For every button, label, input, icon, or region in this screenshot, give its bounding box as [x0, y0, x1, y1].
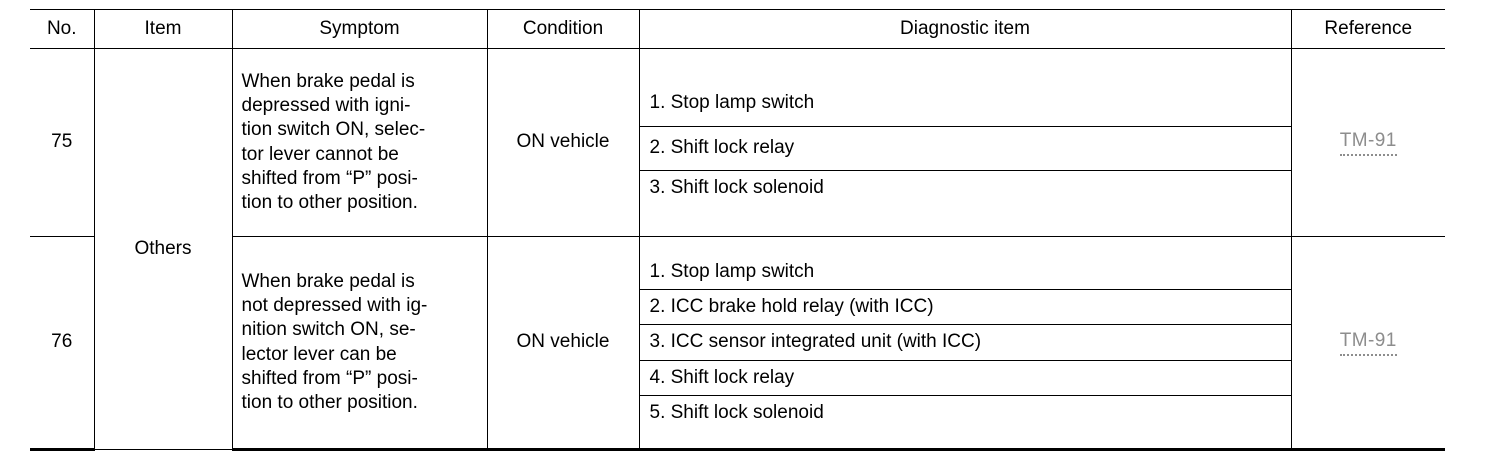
cell-item-group: Others	[93, 48, 233, 450]
diagnostic-item: 3. ICC sensor integrated unit (with ICC)	[639, 324, 1291, 361]
cell-diagnostic-items: 1. Stop lamp switch 2. Shift lock relay …	[638, 48, 1292, 237]
symptom-table-wrapper: No. Item Symptom Condition Diagnostic it…	[30, 9, 1445, 451]
column-header-reference: Reference	[1290, 9, 1445, 49]
column-header-diagnostic-item: Diagnostic item	[638, 9, 1292, 49]
symptom-text: When brake pedal is not depressed with i…	[241, 270, 428, 414]
column-header-symptom: Symptom	[231, 9, 488, 49]
cell-condition: ON vehicle	[486, 236, 640, 451]
symptom-text: When brake pedal is depressed with igni-…	[241, 70, 426, 214]
diagnostic-item: 1. Stop lamp switch	[639, 79, 1291, 128]
cell-symptom: When brake pedal is depressed with igni-…	[231, 48, 488, 237]
table-header: No. Item Symptom Condition Diagnostic it…	[30, 9, 1445, 49]
table-row: 76 When brake pedal is not depressed wit…	[30, 236, 1445, 451]
cell-no: 76	[30, 236, 95, 451]
reference-link[interactable]: TM-91	[1339, 129, 1397, 157]
cell-reference: TM-91	[1290, 48, 1445, 237]
table-row: 75 Others When brake pedal is depressed …	[30, 48, 1445, 450]
diagnostic-item: 2. ICC brake hold relay (with ICC)	[639, 289, 1291, 326]
reference-link[interactable]: TM-91	[1339, 329, 1397, 357]
cell-diagnostic-items: 1. Stop lamp switch 2. ICC brake hold re…	[638, 236, 1292, 451]
diagnostic-item: 5. Shift lock solenoid	[649, 401, 824, 423]
diagnostic-item: 2. Shift lock relay	[639, 126, 1291, 172]
cell-symptom: When brake pedal is not depressed with i…	[231, 236, 488, 451]
diagnostic-item-list: 1. Stop lamp switch 2. Shift lock relay …	[639, 79, 1291, 206]
diagnostic-item: 1. Stop lamp switch	[639, 254, 1291, 291]
diagnostic-item: 3. Shift lock solenoid	[649, 177, 824, 199]
table-body: 75 Others When brake pedal is depressed …	[30, 48, 1445, 451]
cell-condition: ON vehicle	[486, 48, 640, 237]
diagnostic-item: 4. Shift lock relay	[639, 360, 1291, 396]
column-header-condition: Condition	[486, 9, 640, 49]
diagnostic-symptom-table: No. Item Symptom Condition Diagnostic it…	[30, 9, 1445, 451]
diagnostic-item-list: 1. Stop lamp switch 2. ICC brake hold re…	[639, 254, 1291, 431]
cell-no: 75	[30, 48, 95, 237]
column-header-item: Item	[93, 9, 233, 49]
cell-reference: TM-91	[1290, 236, 1445, 451]
header-row: No. Item Symptom Condition Diagnostic it…	[30, 9, 1445, 49]
column-header-no: No.	[30, 9, 95, 49]
